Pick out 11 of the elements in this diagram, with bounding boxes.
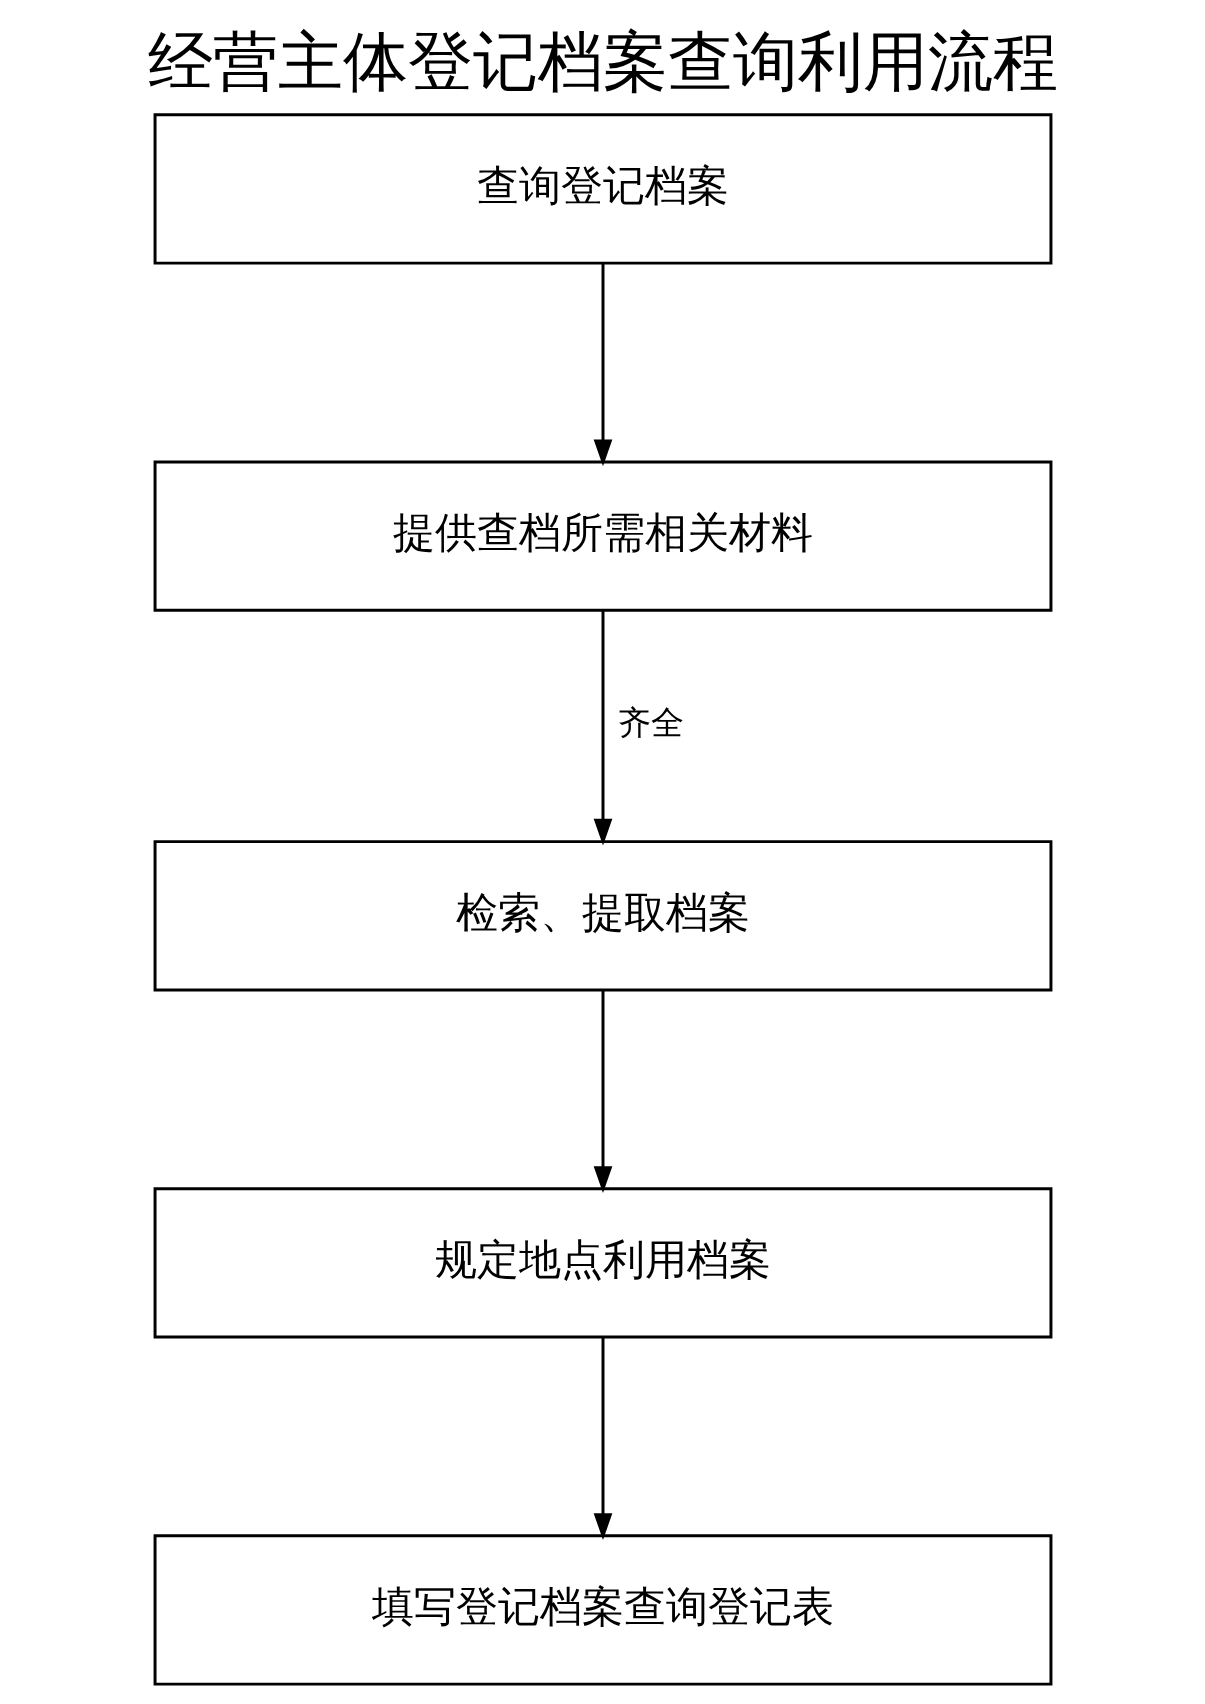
- arrow: [593, 990, 612, 1193]
- arrow: [593, 263, 612, 467]
- node-box: 检索、提取档案: [153, 840, 1052, 992]
- edge-label: 齐全: [617, 704, 684, 743]
- node-box: 提供查档所需相关材料: [153, 460, 1052, 612]
- diagram-title: 经营主体登记档案查询利用流程: [147, 22, 1058, 99]
- node-box: 查询登记档案: [153, 113, 1052, 265]
- node-box: 填写登记档案查询登记表: [153, 1534, 1052, 1686]
- node-box: 规定地点利用档案: [153, 1187, 1052, 1339]
- arrow: [593, 1337, 612, 1541]
- arrow: [593, 611, 612, 846]
